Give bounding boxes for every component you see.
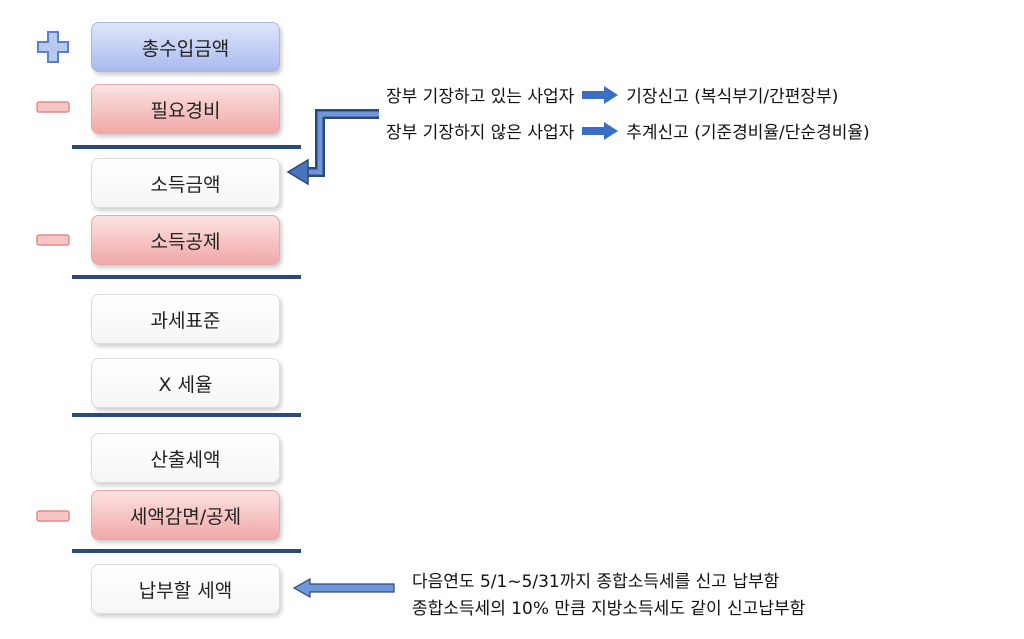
plus-icon bbox=[37, 31, 69, 63]
flow-box-tax-credit: 세액감면/공제 bbox=[91, 490, 280, 540]
flow-box-label: 과세표준 bbox=[150, 309, 221, 332]
flow-box-label: X 세율 bbox=[158, 373, 213, 396]
note-no-bookkeeping: 장부 기장하지 않은 사업자 추계신고 (기준경비율/단순경비율) bbox=[386, 118, 870, 143]
flow-box-income-deduction: 소득공제 bbox=[91, 215, 280, 265]
bent-arrow-icon bbox=[286, 109, 379, 186]
flow-box-label: 필요경비 bbox=[150, 99, 221, 122]
flow-box-calculated-tax: 산출세액 bbox=[91, 433, 280, 483]
left-arrow-icon bbox=[292, 578, 395, 598]
note-local-income-tax: 종합소득세의 10% 만큼 지방소득세도 같이 신고납부함 bbox=[412, 594, 805, 619]
note-text: 장부 기장하지 않은 사업자 bbox=[386, 123, 575, 143]
note-bookkeeping: 장부 기장하고 있는 사업자 기장신고 (복식부기/간편장부) bbox=[386, 82, 838, 107]
note-text: 추계신고 (기준경비율/단순경비율) bbox=[626, 123, 870, 143]
flow-box-tax-base: 과세표준 bbox=[91, 294, 280, 344]
note-payment-deadline: 다음연도 5/1~5/31까지 종합소득세를 신고 납부함 bbox=[412, 567, 779, 592]
flow-box-label: 납부할 세액 bbox=[138, 579, 233, 602]
minus-icon bbox=[36, 101, 70, 113]
flow-box-label: 세액감면/공제 bbox=[129, 505, 242, 528]
flow-box-tax-rate: X 세율 bbox=[91, 358, 280, 408]
note-text: 다음연도 5/1~5/31까지 종합소득세를 신고 납부함 bbox=[412, 572, 780, 592]
flow-box-tax-payable: 납부할 세액 bbox=[91, 564, 280, 614]
flow-box-label: 소득금액 bbox=[150, 173, 221, 196]
right-arrow-icon bbox=[582, 121, 619, 140]
separator-line bbox=[72, 275, 301, 279]
note-text: 기장신고 (복식부기/간편장부) bbox=[626, 87, 839, 107]
flow-box-total-income: 총수입금액 bbox=[91, 22, 280, 72]
separator-line bbox=[72, 413, 301, 417]
flow-box-income-amount: 소득금액 bbox=[91, 158, 280, 208]
minus-icon bbox=[36, 510, 70, 522]
note-text: 종합소득세의 10% 만큼 지방소득세도 같이 신고납부함 bbox=[412, 599, 806, 619]
flow-box-label: 총수입금액 bbox=[141, 37, 230, 60]
note-text: 장부 기장하고 있는 사업자 bbox=[386, 87, 575, 107]
separator-line bbox=[72, 145, 301, 149]
flow-box-label: 소득공제 bbox=[150, 230, 221, 253]
right-arrow-icon bbox=[582, 85, 619, 104]
minus-icon bbox=[36, 234, 70, 246]
flow-box-necessary-expenses: 필요경비 bbox=[91, 84, 280, 134]
flow-box-label: 산출세액 bbox=[150, 448, 221, 471]
separator-line bbox=[72, 549, 301, 553]
